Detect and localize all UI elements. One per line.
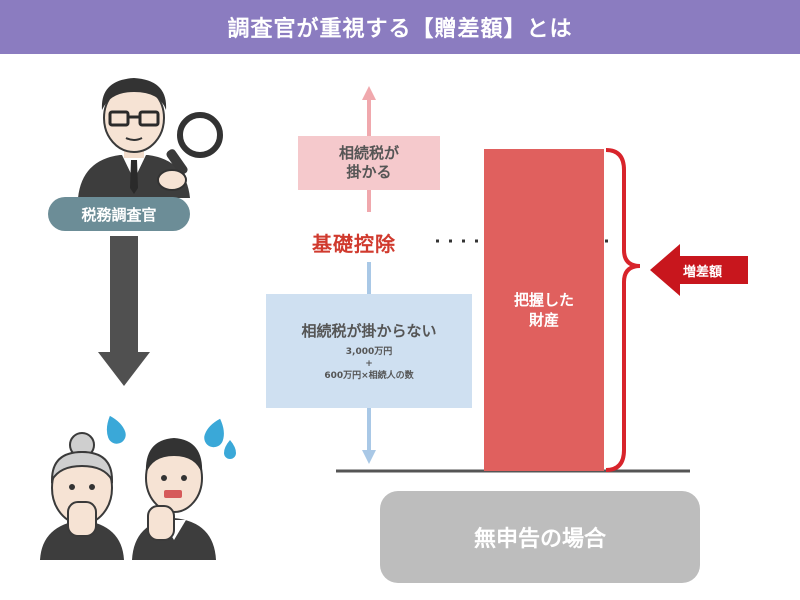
page-title: 調査官が重視する【贈差額】とは bbox=[227, 17, 573, 42]
asset-label: 把握した 財産 bbox=[513, 291, 574, 329]
untaxed-detail-base: 3,000万円 bbox=[345, 347, 393, 357]
title-bar: 調査官が重視する【贈差額】とは bbox=[0, 0, 800, 54]
taxed-label: 相続税が 掛かる bbox=[338, 144, 399, 181]
inspector-badge: 税務調査官 bbox=[48, 197, 190, 231]
sweat-drop-icon bbox=[224, 440, 236, 459]
sweat-drop-icon bbox=[106, 415, 126, 444]
untaxed-label: 相続税が掛からない bbox=[301, 322, 437, 340]
threshold-label: 基礎控除 bbox=[312, 232, 396, 256]
worried-people-illustration bbox=[40, 432, 216, 560]
untaxed-detail-heirs: 600万円×相続人の数 bbox=[324, 371, 414, 381]
down-arrow bbox=[98, 236, 150, 386]
difference-label: 増差額 bbox=[683, 265, 723, 280]
footer-label: 無申告の場合 bbox=[473, 527, 606, 552]
untaxed-detail-plus: + bbox=[365, 359, 373, 369]
untaxed-box: 相続税が掛からない 3,000万円 + 600万円×相続人の数 bbox=[266, 294, 472, 408]
asset-bar: 把握した 財産 bbox=[484, 149, 604, 471]
sweat-drop-icon bbox=[204, 418, 224, 448]
difference-arrow bbox=[650, 244, 748, 296]
taxed-box: 相続税が 掛かる bbox=[298, 136, 440, 190]
inspector-illustration bbox=[78, 78, 223, 198]
footer-box: 無申告の場合 bbox=[380, 491, 700, 583]
brace bbox=[605, 148, 641, 472]
